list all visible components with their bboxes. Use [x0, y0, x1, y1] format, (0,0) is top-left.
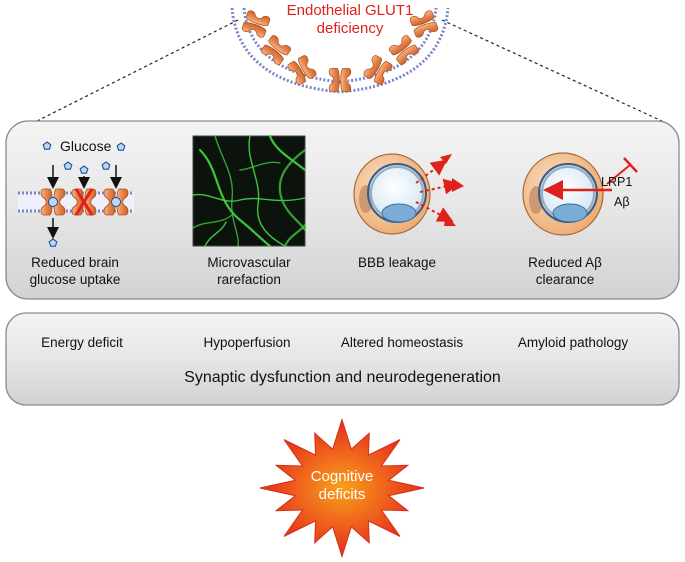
label-line: glucose uptake [29, 272, 121, 287]
abeta-label: Aβ [614, 195, 630, 209]
microvascular-image [192, 134, 307, 248]
bbb-leakage-vessel [353, 153, 464, 235]
cognitive-deficits-burst [259, 417, 425, 559]
outcome-line: Cognitive [310, 468, 374, 485]
abeta-clearance-vessel [522, 152, 638, 236]
lrp1-label: LRP1 [601, 175, 633, 189]
label-line: Reduced Aβ [528, 255, 602, 270]
item-label-microvascular: Microvascular rarefaction [184, 254, 314, 288]
label-line: Microvascular [207, 255, 291, 270]
inhibition-bar [623, 157, 638, 173]
consequence-energy-deficit: Energy deficit [41, 335, 123, 350]
glut1-transporter-icon [387, 33, 421, 67]
inhibition-line [606, 164, 631, 185]
item-label-abeta-clearance: Reduced Aβ clearance [500, 254, 630, 288]
mechanisms-panel [5, 120, 680, 300]
glucose-label: Glucose [60, 138, 112, 154]
consequence-amyloid-pathology: Amyloid pathology [517, 335, 629, 350]
label-line: clearance [535, 272, 595, 287]
glut1-transporter-icon [259, 33, 293, 67]
label-line: BBB leakage [357, 255, 437, 270]
summary-label: Synaptic dysfunction and neurodegenerati… [184, 369, 501, 386]
item-label-glucose-uptake: Reduced brain glucose uptake [10, 254, 140, 288]
top-label-line-1: Endothelial GLUT1 [286, 2, 414, 19]
projection-line-right [441, 19, 663, 122]
consequence-altered-homeostasis: Altered homeostasis [340, 335, 464, 350]
consequence-hypoperfusion: Hypoperfusion [203, 335, 291, 350]
glucose-uptake-diagram [18, 141, 134, 247]
projection-line-left [36, 19, 239, 122]
top-label-line-2: deficiency [316, 20, 384, 37]
label-line: rarefaction [217, 272, 281, 287]
item-label-bbb-leakage: BBB leakage [332, 254, 462, 271]
outcome-label: Cognitive deficits [272, 468, 412, 504]
top-label: Endothelial GLUT1 deficiency [240, 2, 460, 38]
label-line: Reduced brain [31, 255, 119, 270]
outcome-line: deficits [318, 486, 366, 503]
endothelial-vessel-arc [230, 7, 450, 94]
consequences-panel [5, 312, 680, 406]
